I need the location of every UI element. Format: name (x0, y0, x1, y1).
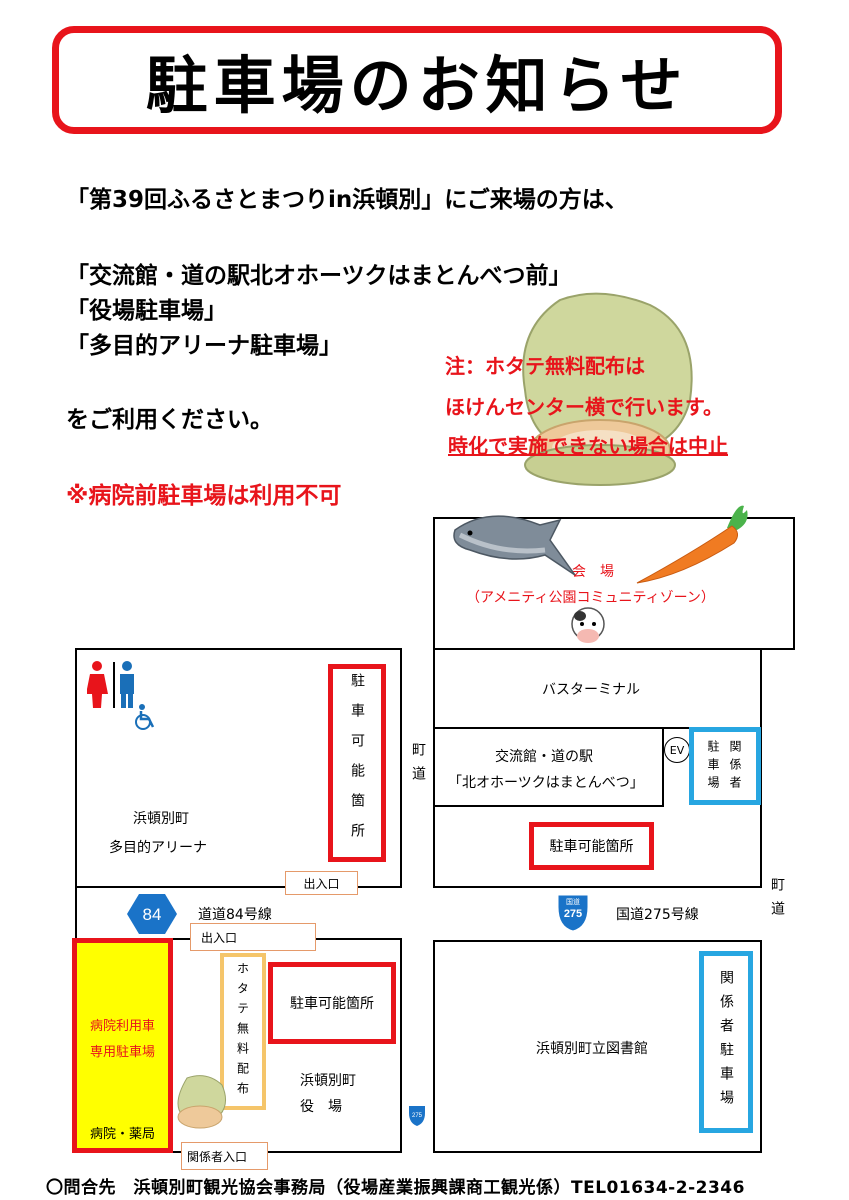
staff-parking-small: 関係者駐車場 (689, 727, 761, 805)
map-line (75, 886, 401, 888)
intro-line: 「第39回ふるさとまつりin浜頓別」にご来場の方は、 (66, 187, 628, 213)
restroom-icon (87, 661, 134, 708)
salmon-illustration (453, 515, 576, 576)
page-title: 駐車場のお知らせ (145, 49, 689, 122)
map-line (760, 650, 762, 888)
map-line (433, 517, 435, 649)
lot-item: 「交流館・道の駅北オホーツクはまとんべつ前」 (66, 263, 572, 289)
map-line (760, 940, 762, 1153)
bus-terminal-label: バスターミナル (542, 682, 640, 698)
scallop-illustration (522, 292, 693, 486)
lot-item: 「多目的アリーナ駐車場」 (66, 333, 342, 359)
map-line (433, 648, 435, 886)
entrance-label: 出入口 (285, 871, 358, 895)
hospital-parking: 病院利用車 専用駐車場 病院・薬局 (72, 938, 173, 1153)
koryukan-label: 交流館・道の駅 (495, 749, 593, 765)
map-line (662, 729, 664, 807)
townhall-label: 役 場 (300, 1099, 342, 1115)
town-road-label: 町道 (769, 877, 785, 925)
staff-entrance-label: 関係者入口 (181, 1142, 268, 1170)
route-84-sign: 84 (127, 894, 177, 934)
svg-text:275: 275 (564, 908, 582, 920)
closing-text: をご利用ください。 (66, 407, 273, 433)
map-line (433, 1151, 761, 1153)
route-275-sign: 国道 275 (557, 894, 589, 932)
wheelchair-icon (135, 704, 155, 730)
entrance-label: 出入口 (190, 923, 316, 951)
route-275-small-sign: 275 (409, 1106, 425, 1126)
parking-area-arena: 駐車可能箇所 (328, 664, 386, 862)
library-label: 浜頓別町立図書館 (536, 1041, 648, 1057)
note-line: 注：ホタテ無料配布は (445, 354, 645, 378)
map-line (433, 886, 761, 888)
route-275-label: 国道275号線 (616, 907, 699, 923)
map-line (75, 648, 77, 888)
town-road-label: 町道 (410, 742, 426, 790)
note-line: ほけんセンター横で行います。 (445, 395, 723, 419)
map-line (433, 727, 693, 729)
carrot-illustration (636, 505, 748, 584)
map-line (433, 940, 761, 942)
svg-text:275: 275 (412, 1113, 423, 1119)
route-84-label: 道道84号線 (198, 907, 272, 923)
koryukan-label: 「北オホーツクはまとんべつ」 (448, 775, 644, 791)
scallop-small-illustration (177, 1075, 226, 1129)
map-line (75, 648, 401, 650)
ev-charger-icon: EV (664, 737, 690, 763)
contact-footer: 〇問合先 浜頓別町観光協会事務局（役場産業振興課商工観光係）TEL01634-2… (46, 1178, 745, 1198)
arena-label: 多目的アリーナ (109, 840, 207, 856)
warning-text: ※病院前駐車場は利用不可 (66, 483, 342, 509)
map-line (433, 940, 435, 1153)
map-line (793, 517, 795, 650)
map-line (400, 938, 402, 1153)
map-line (173, 1151, 402, 1153)
townhall-label: 浜頓別町 (300, 1073, 356, 1089)
venue-label: 会 場 (572, 564, 614, 580)
note-line: 時化で実施できない場合は中止 (448, 434, 728, 458)
map-line (433, 648, 793, 650)
parking-area-townhall: 駐車可能箇所 (268, 962, 396, 1044)
svg-text:国道: 国道 (566, 897, 580, 906)
staff-parking-large: 関係者駐車場 (699, 951, 753, 1133)
map-line (435, 805, 664, 807)
map-line (400, 648, 402, 888)
venue-sublabel: （アメニティ公園コミュニティゾーン） (466, 590, 715, 606)
svg-text:84: 84 (143, 905, 162, 924)
cow-illustration (571, 607, 605, 643)
scallop-distribution-area: ホタテ無料配布 (220, 953, 266, 1110)
parking-area-koryukan: 駐車可能箇所 (529, 822, 654, 870)
lot-item: 「役場駐車場」 (66, 298, 227, 324)
map-line (433, 517, 793, 519)
arena-label: 浜頓別町 (133, 811, 189, 827)
map-line (75, 886, 77, 938)
title-banner: 駐車場のお知らせ (52, 26, 782, 134)
